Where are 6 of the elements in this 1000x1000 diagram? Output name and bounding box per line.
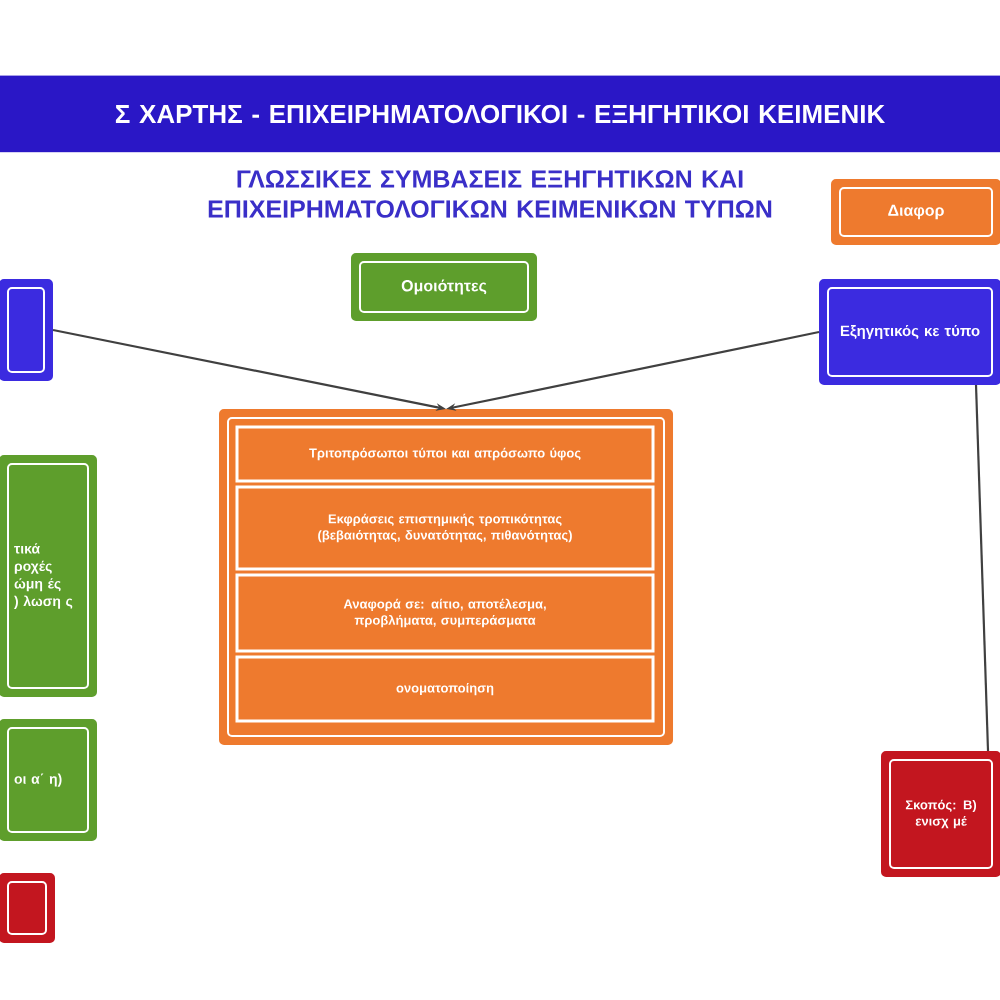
title-band: Σ ΧΑΡΤΗΣ - ΕΠΙΧΕΙΡΗΜΑΤΟΛΟΓΙΚΟΙ - ΕΞΗΓΗΤΙΚΟΙ ΚΕΙΜΕΝΙΚ bbox=[0, 75, 1000, 153]
category-box bbox=[0, 279, 53, 381]
differences-box: Διαφορ bbox=[831, 179, 1000, 245]
heading: ΓΛΩΣΣΙΚΕΣ ΣΥΜΒΑΣΕΙΣ ΕΞΗΓΗΤΙΚΩΝ ΚΑΙ ΕΠΙΧΕΙΡΗΜΑΤΟΛΟΓΙΚΩΝ ΚΕΙΜΕΝΙΚΩΝ ΤΥΠΩΝ bbox=[208, 170, 772, 218]
purpose-box bbox=[0, 873, 55, 943]
similarities-box: Ομοιότητες bbox=[351, 253, 537, 321]
